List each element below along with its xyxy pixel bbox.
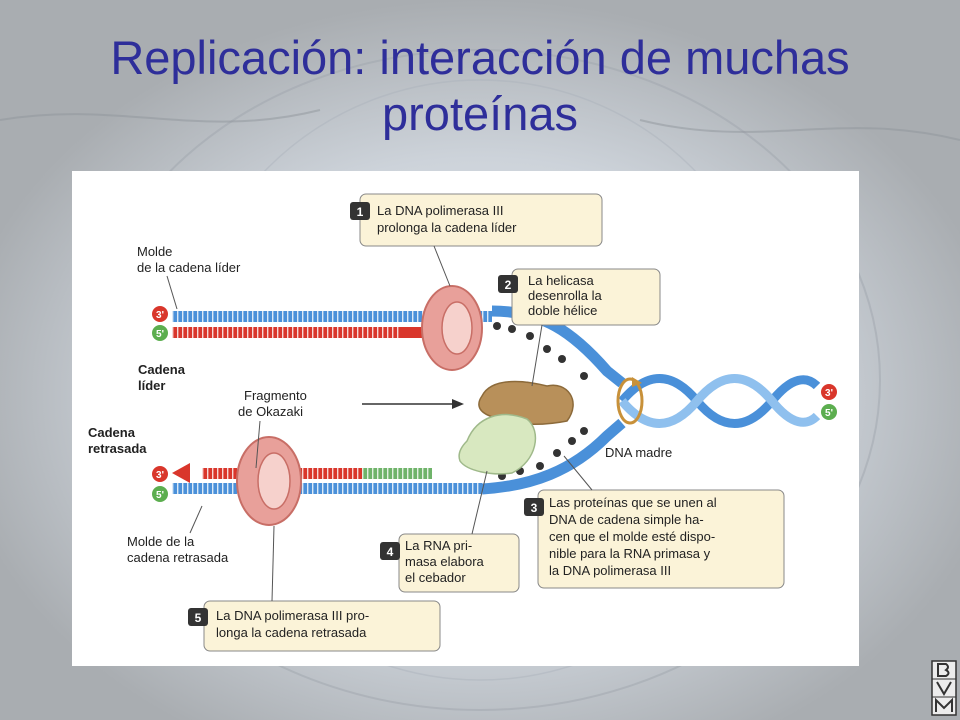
callout-3-line-4: nible para la RNA primasa y [549, 546, 711, 561]
bvm-logo-icon [931, 660, 957, 716]
callout-4-line-3: el cebador [405, 570, 466, 585]
slide-title-line-1: Replicación: interacción de muchas [110, 31, 850, 84]
callout-1-line-2: prolonga la cadena líder [377, 220, 517, 235]
rotation-arrow-icon [616, 377, 644, 425]
callout-3: 3 Las proteínas que se unen al DNA de ca… [524, 455, 785, 589]
callout-1-number: 1 [357, 205, 364, 219]
ssb-proteins [493, 322, 588, 480]
end-label-3-parental: 3' [825, 388, 833, 399]
lagging-template-fork-arm [481, 418, 626, 495]
callout-2-number: 2 [505, 278, 512, 292]
callout-1-line-1: La DNA polimerasa III [377, 203, 503, 218]
callout-2: 2 La helicasa desenrolla la doble hélice [498, 268, 661, 387]
leading-new-strand [172, 327, 442, 338]
strand-end-markers: 3' 5' 3' 5' 3' 5' [152, 306, 837, 502]
end-label-3-lagging: 3' [156, 470, 164, 481]
callout-5-line-2: longa la cadena retrasada [216, 625, 367, 640]
callout-5-number: 5 [195, 611, 202, 625]
end-marker-5-leading [152, 325, 168, 341]
label-cadena-lider-1: Cadena [138, 362, 186, 377]
lagging-polymerase [236, 436, 302, 526]
leading-polymerase [421, 285, 483, 371]
label-cadena-retrasada-1: Cadena [88, 425, 136, 440]
callout-4-line-1: La RNA pri- [405, 538, 472, 553]
okazaki-fragment-mid [282, 468, 362, 479]
callout-3-line-1: Las proteínas que se unen al [549, 495, 717, 510]
leader-line-molde-lider [166, 275, 178, 310]
end-label-5-parental: 5' [825, 408, 833, 419]
leading-template-strand [172, 311, 492, 322]
label-molde-lider-1: Molde [137, 244, 172, 259]
callout-2-line-1: La helicasa [528, 273, 595, 288]
callout-2-line-3: doble hélice [528, 303, 597, 318]
callout-4-line-2: masa elabora [405, 554, 485, 569]
lagging-template-strand [172, 483, 482, 494]
slide-title-line-2: proteínas [382, 87, 578, 140]
callout-3-number: 3 [531, 501, 538, 515]
label-molde-retrasada-2: cadena retrasada [127, 550, 229, 565]
end-marker-3-leading [152, 306, 168, 322]
okazaki-fragment-new [362, 468, 432, 479]
callout-4-number: 4 [387, 545, 394, 559]
end-marker-5-lagging [152, 486, 168, 502]
end-label-5-lagging: 5' [156, 490, 164, 501]
callout-4: 4 La RNA pri- masa elabora el cebador [380, 470, 520, 593]
end-label-5-leading: 5' [156, 329, 164, 340]
callout-2-line-2: desenrolla la [528, 288, 602, 303]
label-fragmento-1: Fragmento [244, 388, 307, 403]
callout-5-line-1: La DNA polimerasa III pro- [216, 608, 369, 623]
leader-line-fragmento [255, 420, 261, 469]
parental-double-helix [616, 374, 821, 428]
end-marker-3-parental [821, 384, 837, 400]
label-fragmento-2: de Okazaki [238, 404, 303, 419]
end-marker-5-parental [821, 404, 837, 420]
label-cadena-retrasada-2: retrasada [88, 441, 147, 456]
replication-diagram: 3' 5' 3' 5' 3' 5' Molde de la cadena líd… [88, 193, 837, 652]
callout-3-line-2: DNA de cadena simple ha- [549, 512, 704, 527]
primase [458, 413, 537, 475]
rotation-arrowhead-icon [632, 377, 642, 387]
helicase [478, 380, 574, 426]
label-molde-lider-2: de la cadena líder [137, 260, 241, 275]
end-marker-3-lagging [152, 466, 168, 482]
leader-line-molde-retrasada [189, 505, 203, 534]
end-label-3-leading: 3' [156, 310, 164, 321]
callout-3-line-3: cen que el molde esté dispo- [549, 529, 715, 544]
label-cadena-lider-2: líder [138, 378, 165, 393]
label-molde-retrasada-1: Molde de la [127, 534, 195, 549]
label-dna-madre: DNA madre [605, 445, 672, 460]
replication-diagram-panel: 3' 5' 3' 5' 3' 5' Molde de la cadena líd… [72, 171, 859, 666]
fork-direction-arrowhead-icon [452, 399, 464, 409]
callout-1: 1 La DNA polimerasa III prolonga la cade… [350, 193, 603, 287]
callout-5: 5 La DNA polimerasa III pro- longa la ca… [188, 525, 441, 652]
callout-3-line-5: la DNA polimerasa III [549, 563, 671, 578]
slide-title: Replicación: interacción de muchas prote… [0, 30, 960, 142]
leading-template-fork-arm [491, 305, 626, 388]
lagging-direction-arrow [172, 463, 190, 483]
